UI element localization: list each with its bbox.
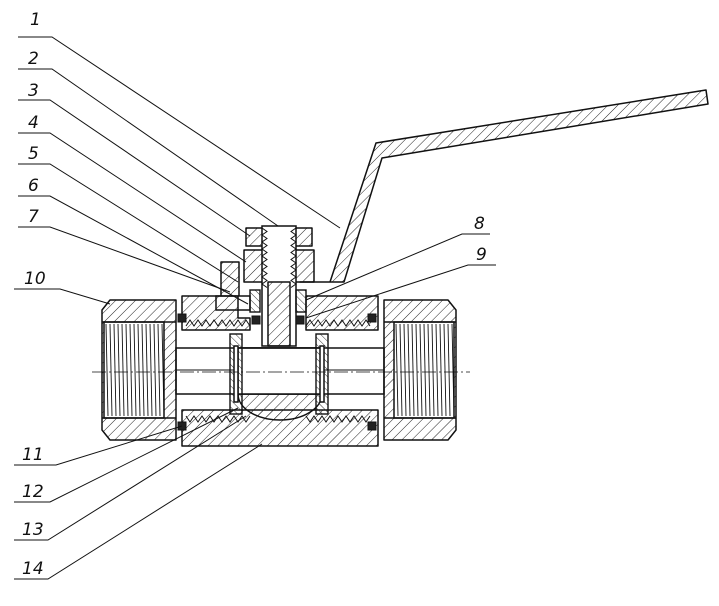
left-end-cap [101,299,177,441]
callout-12: 12 [22,482,44,502]
callout-2: 2 [28,49,39,69]
callout-5: 5 [28,144,39,164]
ball [237,347,323,421]
callout-1: 1 [30,10,41,30]
callout-3: 3 [28,81,39,101]
callout-13: 13 [22,520,44,540]
callout-10: 10 [24,269,46,289]
callout-7: 7 [28,207,39,227]
right-end-cap [383,299,457,441]
callout-4: 4 [28,113,39,133]
stem-assembly [215,225,315,347]
callout-9: 9 [476,245,487,265]
callout-14: 14 [22,559,44,579]
handle-lever [299,89,709,283]
seats [229,333,329,415]
callout-8: 8 [474,214,485,234]
callout-labels: 1 2 3 4 5 6 7 10 11 12 13 14 8 9 [22,10,487,579]
callout-11: 11 [22,445,44,465]
callout-6: 6 [28,176,39,196]
leader-lines [14,36,496,580]
